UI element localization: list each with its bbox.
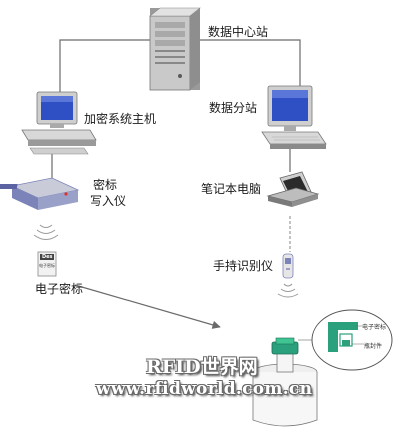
tag-writer-device-icon [0, 177, 80, 210]
watermark-url: www.rfidworld.com.cn [96, 379, 313, 399]
label-tag-writer-line1: 密标 [93, 178, 118, 192]
watermark-title: RFID世界网 [146, 356, 258, 378]
desktop-computer-icon [21, 91, 97, 155]
label-e-tag: 电子密标 [35, 282, 84, 296]
electronic-tag-card-icon [37, 251, 57, 277]
arrow-tag-to-bottle [74, 284, 221, 329]
label-data-substation: 数据分站 [209, 101, 258, 115]
link-center-to-substation [200, 39, 301, 86]
inset-label-tag: 电子密标 [362, 324, 387, 331]
wireless-signal-icon [33, 224, 59, 240]
desktop-computer-icon [261, 85, 327, 149]
label-laptop: 笔记本电脑 [201, 182, 262, 196]
tag-card-brand: Des [42, 254, 53, 260]
handheld-reader-icon [282, 253, 294, 279]
label-encrypt-host: 加密系统主机 [84, 112, 157, 126]
laptop-icon [266, 171, 320, 207]
sealed-bottle-icon [252, 337, 318, 427]
label-handheld-reader: 手持识别仪 [213, 259, 274, 273]
link-center-to-host [59, 39, 150, 94]
label-tag-writer-line2: 写入仪 [90, 194, 127, 208]
server-tower-icon [149, 7, 201, 91]
label-data-center: 数据中心站 [208, 25, 269, 39]
inset-label-seal: 瓶封件 [364, 343, 383, 350]
tag-card-text: 电子密标 [39, 263, 55, 268]
seal-detail-inset [311, 309, 393, 371]
wireless-signal-icon [277, 283, 299, 298]
